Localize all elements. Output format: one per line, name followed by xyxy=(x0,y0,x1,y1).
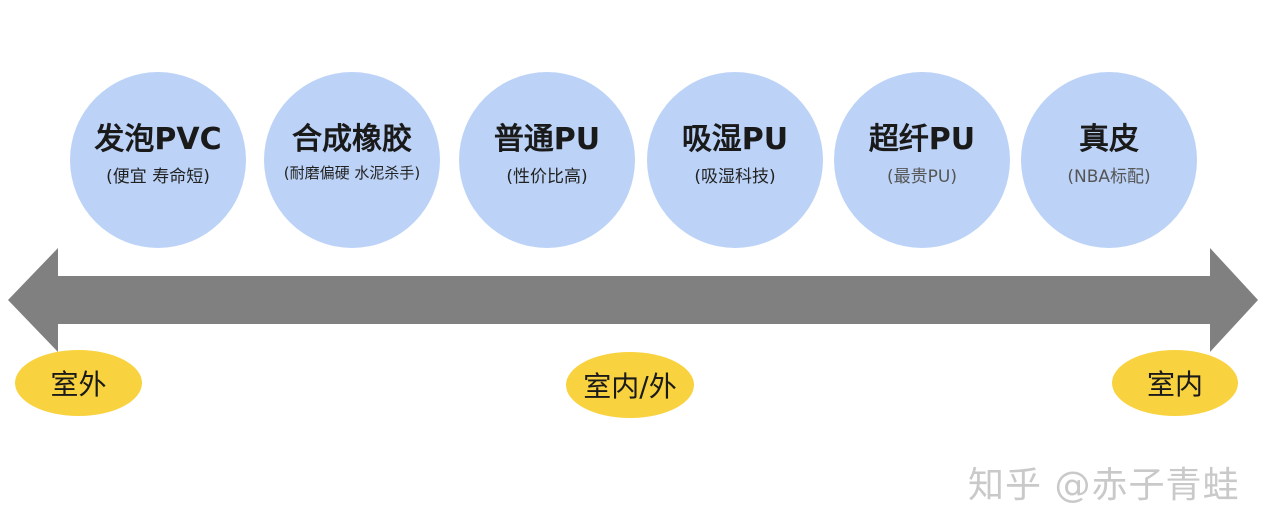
material-note: (性价比高) xyxy=(506,167,588,187)
material-name: 发泡PVC xyxy=(94,122,222,157)
watermark: 知乎 @赤子青蛙 xyxy=(968,465,1240,506)
material-note: (NBA标配) xyxy=(1067,167,1151,187)
usage-label-indoor: 室内 xyxy=(1112,350,1238,416)
material-name: 普通PU xyxy=(493,122,601,157)
material-circle-microfiber-pu: 超纤PU (最贵PU) xyxy=(834,72,1010,248)
material-name: 合成橡胶 xyxy=(292,122,412,157)
material-name: 真皮 xyxy=(1079,122,1139,157)
arrow-shape xyxy=(8,248,1258,352)
material-note: (吸湿科技) xyxy=(694,167,776,187)
usage-label-indoor-outdoor: 室内/外 xyxy=(566,352,694,418)
material-note: (便宜 寿命短) xyxy=(106,167,210,187)
material-circle-pvc: 发泡PVC (便宜 寿命短) xyxy=(70,72,246,248)
material-circle-moisture-pu: 吸湿PU (吸湿科技) xyxy=(647,72,823,248)
material-circle-pu: 普通PU (性价比高) xyxy=(459,72,635,248)
usage-label-outdoor: 室外 xyxy=(15,350,142,416)
material-note: (耐磨偏硬 水泥杀手) xyxy=(283,164,421,182)
material-circle-rubber: 合成橡胶 (耐磨偏硬 水泥杀手) xyxy=(264,72,440,248)
material-note: (最贵PU) xyxy=(887,167,957,187)
material-name: 吸湿PU xyxy=(681,122,789,157)
material-name: 超纤PU xyxy=(868,122,976,157)
material-circle-leather: 真皮 (NBA标配) xyxy=(1021,72,1197,248)
